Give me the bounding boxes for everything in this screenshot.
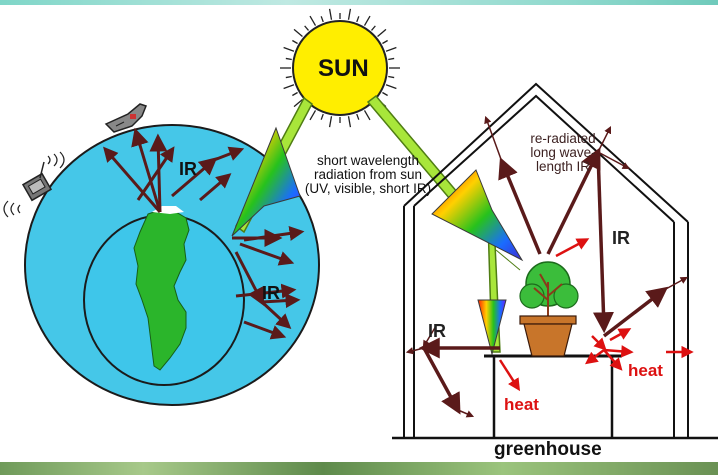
sun-ray	[328, 116, 333, 128]
sun-ray	[363, 15, 371, 26]
sun-ray	[385, 84, 397, 90]
rainbow-arrowhead-table	[477, 299, 507, 356]
greenhouse-ir-label-left: IR	[428, 321, 446, 341]
sun-ray	[283, 84, 295, 90]
greenhouse-structure	[392, 82, 718, 440]
sun-ray	[347, 116, 352, 128]
short-wavelength-line-3: (UV, visible, short IR)	[304, 181, 432, 197]
greenhouse-label: greenhouse	[494, 439, 602, 460]
sun-ray	[292, 91, 298, 97]
reradiated-line-2: long wave-	[530, 145, 596, 161]
satellite-icon	[3, 151, 65, 218]
sun-ray	[293, 98, 303, 108]
sun-ray	[320, 113, 324, 120]
sun-ray	[283, 46, 295, 52]
reradiated-caption: re-radiated long wave- length IR	[510, 131, 616, 175]
reradiated-line-1: re-radiated	[530, 131, 596, 146]
earth-ir-label-right: IR	[262, 283, 280, 303]
sun-ray	[304, 25, 310, 31]
earth-ir-label-top: IR	[179, 159, 197, 179]
rainbow-arrowhead-greenhouse	[431, 169, 524, 262]
sun-ray	[309, 110, 317, 121]
sun-ray	[377, 28, 387, 38]
heat-label-right: heat	[628, 361, 663, 380]
sun-ray	[285, 75, 292, 79]
sun-ray	[320, 16, 324, 23]
sun-ray	[285, 57, 292, 61]
bottom-frame-border	[0, 462, 718, 475]
continent-landmass	[133, 209, 190, 371]
greenhouse-ir-arrows	[405, 115, 688, 418]
heat-arrows	[498, 238, 694, 392]
rainbow-arrowhead-earth	[231, 126, 301, 237]
sun-ray	[356, 113, 360, 120]
earth-ir-arrows	[103, 127, 305, 340]
greenhouse-ir-label-right: IR	[612, 228, 630, 248]
short-wavelength-line-2: radiation from sun	[313, 167, 423, 183]
sun-ray	[382, 91, 388, 97]
sun-ray	[385, 46, 397, 52]
sun-ray	[388, 57, 395, 61]
sun-ray	[370, 25, 376, 31]
sun-ray	[328, 8, 333, 20]
sun-ray	[382, 39, 388, 45]
potted-plant	[519, 261, 579, 357]
sun-ray	[363, 110, 371, 121]
sun-ray	[347, 8, 352, 20]
heat-label-left: heat	[504, 395, 539, 414]
earth-group	[24, 124, 320, 406]
reradiated-line-3: length IR	[535, 159, 591, 175]
sun-label: SUN	[318, 55, 369, 82]
sun-ray	[309, 15, 317, 26]
sun-ray	[356, 16, 360, 23]
short-wavelength-line-1: short wavelength	[316, 153, 420, 168]
top-frame-border	[0, 0, 718, 5]
sun-ray	[388, 75, 395, 79]
sun-ray	[293, 28, 303, 38]
space-shuttle-icon	[104, 103, 147, 133]
sun-ray	[292, 39, 298, 45]
short-wavelength-caption: short wavelength radiation from sun (UV,…	[288, 153, 448, 197]
